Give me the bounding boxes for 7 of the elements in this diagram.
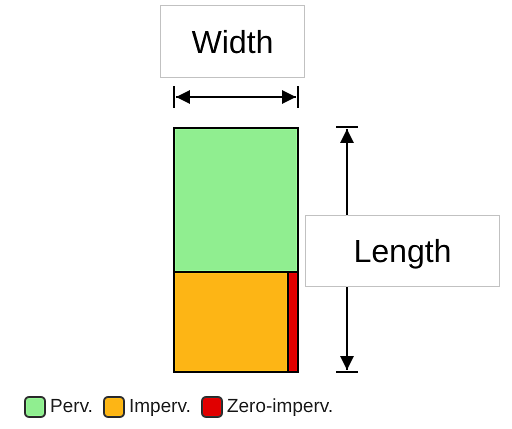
label-box [305,215,500,287]
legend-label: Perv. [50,395,93,419]
legend-label: Imperv. [128,395,191,419]
dimension-label: Width [192,26,274,58]
dimension-label: Length [354,235,452,267]
legend-label: Zero-imperv. [226,395,334,419]
label-box [160,5,305,78]
